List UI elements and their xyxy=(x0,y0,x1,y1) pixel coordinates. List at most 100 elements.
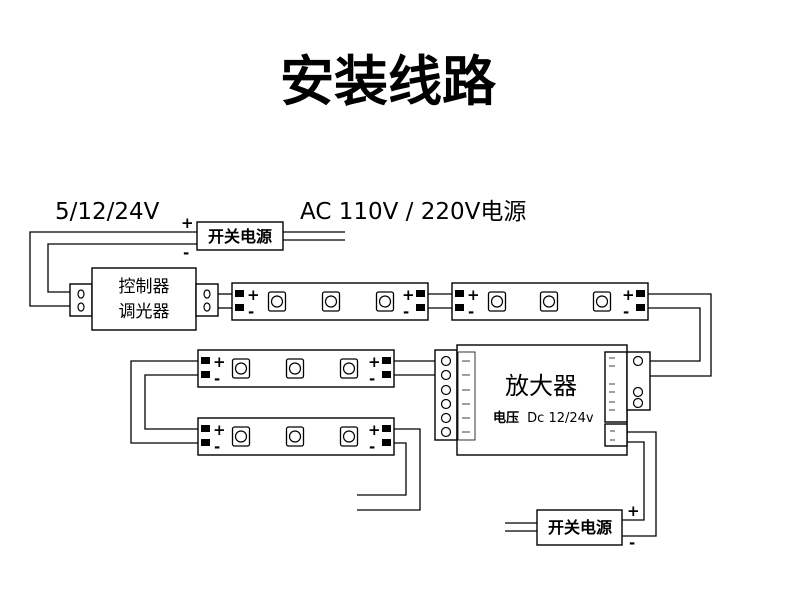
amplifier-left-terminal xyxy=(440,384,452,396)
controller-label-2: 调光器 xyxy=(119,302,170,322)
wire-psu-top-minus xyxy=(47,243,197,293)
amplifier: 放大器 电压 Dc 12/24v xyxy=(434,344,651,456)
led-lens xyxy=(234,362,248,375)
led-lens xyxy=(342,430,356,443)
strip-pad-right-plus xyxy=(382,425,391,432)
led-strip-2: + - + - xyxy=(451,282,649,321)
ac-supply-label: AC 110V / 220V电源 xyxy=(300,199,526,225)
strip-pad-left-plus xyxy=(455,290,464,297)
wire-amplifier-psu-bottom-outer xyxy=(622,431,657,537)
strip-pad-left-plus xyxy=(235,290,244,297)
wire-strip2-amplifier-inner xyxy=(648,307,701,362)
strip-pad-right-minus xyxy=(636,304,645,311)
amplifier-left-label-marks xyxy=(462,360,470,433)
strip-pad-right-plus xyxy=(636,290,645,297)
wire-strip2-amplifier-outer xyxy=(648,293,712,377)
amplifier-body xyxy=(456,344,628,456)
strip-right-minus-label: - xyxy=(369,438,375,456)
wire-strip3-strip4-outer xyxy=(130,360,198,444)
controller-box xyxy=(91,267,197,331)
page-title: 安装线路 xyxy=(280,50,497,113)
strip-pad-right-plus xyxy=(382,357,391,364)
led-strip-3: + - + - xyxy=(197,349,395,388)
wire-strip3-strip4-inner xyxy=(144,374,198,430)
amplifier-right-terminal xyxy=(632,397,644,409)
amplifier-left-terminal xyxy=(440,369,452,381)
strip-right-plus-label: + xyxy=(368,421,381,439)
wire-psu-top-plus xyxy=(29,231,197,307)
controller-left-terminal-1 xyxy=(77,289,85,299)
wire-strip4-out-outer xyxy=(357,428,421,511)
controller-label-1: 控制器 xyxy=(119,277,170,297)
led-strip-1: + - + - xyxy=(231,282,429,321)
strip-pad-left-minus xyxy=(235,304,244,311)
amplifier-left-terminal xyxy=(440,355,452,367)
amplifier-left-terminal xyxy=(440,426,452,438)
strip-left-plus-label: + xyxy=(213,353,226,371)
power-supply-top-minus: - xyxy=(183,244,189,262)
amplifier-right-label-marks xyxy=(609,357,615,411)
strip-left-plus-label: + xyxy=(247,286,260,304)
amplifier-voltage-value: Dc 12/24v xyxy=(527,411,594,426)
amplifier-left-terminal xyxy=(440,398,452,410)
amplifier-left-terminal xyxy=(440,412,452,424)
power-supply-bottom-label: 开关电源 xyxy=(548,518,612,537)
power-supply-top-plus: + xyxy=(181,214,194,232)
led-lens xyxy=(288,430,302,443)
power-supply-top-box xyxy=(196,221,284,251)
strip-left-plus-label: + xyxy=(467,286,480,304)
strip-left-minus-label: - xyxy=(214,370,220,388)
amplifier-voltage-text: 电压 Dc 12/24v xyxy=(493,410,594,426)
led-lens xyxy=(490,295,504,308)
led-strip-4: + - + - xyxy=(197,417,395,456)
amplifier-right-label-column xyxy=(604,351,628,423)
strip-right-plus-label: + xyxy=(368,353,381,371)
power-supply-bottom-plus: + xyxy=(627,502,640,520)
strip-right-plus-label: + xyxy=(402,286,415,304)
controller-right-connector xyxy=(195,283,219,317)
strip-pad-left-minus xyxy=(455,304,464,311)
strip-pad-left-minus xyxy=(201,439,210,446)
led-lens xyxy=(270,295,284,308)
led-lens xyxy=(324,295,338,308)
amplifier-right-terminal xyxy=(632,386,644,398)
led-lens xyxy=(542,295,556,308)
wire-strip4-out-inner xyxy=(357,442,407,496)
led-lens xyxy=(234,430,248,443)
controller: 控制器 调光器 xyxy=(69,267,219,331)
led-lens xyxy=(342,362,356,375)
strip-left-minus-label: - xyxy=(248,303,254,321)
strip-pad-right-minus xyxy=(416,304,425,311)
led-lens xyxy=(378,295,392,308)
power-supply-bottom-box xyxy=(536,509,623,546)
led-lens xyxy=(595,295,609,308)
input-voltage-label: 5/12/24V xyxy=(55,199,160,225)
power-supply-bottom: 开关电源 + - xyxy=(536,502,640,552)
controller-right-terminal-1 xyxy=(203,289,211,299)
amplifier-voltage-label: 电压 xyxy=(493,410,519,426)
wire-amplifier-psu-bottom-inner xyxy=(622,441,645,521)
amplifier-output-connector xyxy=(604,423,628,447)
power-supply-top: 开关电源 + - xyxy=(181,214,284,262)
strip-pad-left-plus xyxy=(201,425,210,432)
strip-right-plus-label: + xyxy=(622,286,635,304)
power-supply-top-label: 开关电源 xyxy=(208,227,272,246)
strip-left-plus-label: + xyxy=(213,421,226,439)
strip-pad-left-plus xyxy=(201,357,210,364)
controller-left-terminal-2 xyxy=(77,302,85,312)
amplifier-right-terminal xyxy=(632,355,644,367)
strip-pad-right-minus xyxy=(382,439,391,446)
amplifier-right-terminal-block xyxy=(626,351,651,411)
strip-left-minus-label: - xyxy=(214,438,220,456)
strip-pad-right-minus xyxy=(382,371,391,378)
controller-right-terminal-2 xyxy=(203,302,211,312)
strip-pad-left-minus xyxy=(201,371,210,378)
strip-left-minus-label: - xyxy=(468,303,474,321)
amplifier-label: 放大器 xyxy=(505,372,577,400)
strip-pad-right-plus xyxy=(416,290,425,297)
amplifier-left-label-column xyxy=(457,351,476,441)
amplifier-output-marks xyxy=(610,430,615,441)
led-lens xyxy=(288,362,302,375)
strip-right-minus-label: - xyxy=(403,303,409,321)
